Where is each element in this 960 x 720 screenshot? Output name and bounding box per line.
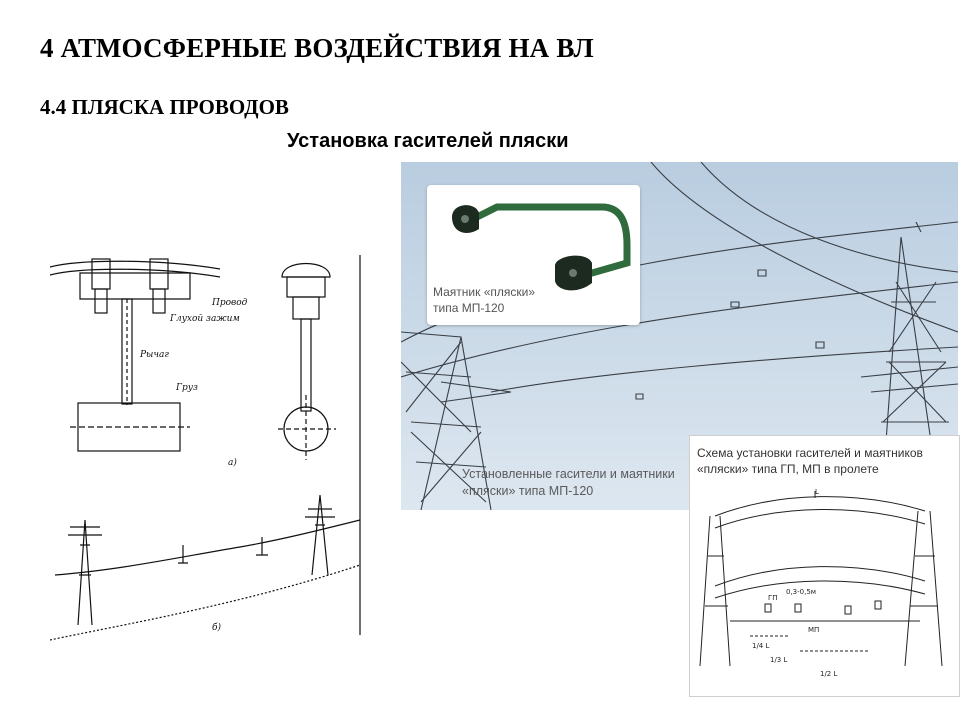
photo-caption: Установленные гасители и маятники «пляск…: [462, 467, 675, 498]
product-inset-card: [427, 185, 640, 325]
slide-caption: Установка гасителей пляски: [287, 130, 569, 152]
pendulum-product-image: [452, 203, 631, 291]
slide-title: 4 АТМОСФЕРНЫЕ ВОЗДЕЙСТВИЯ НА ВЛ: [40, 33, 594, 63]
scheme-label-half: 1/2 L: [820, 670, 837, 678]
label-b: б): [212, 622, 221, 633]
label-clamp: Глухой зажим: [169, 314, 240, 324]
installation-scheme-drawing: L ГП МП 0,3-0,5м 1/4 L 1/3 L 1/2 L: [699, 488, 943, 678]
label-wire: Провод: [211, 298, 248, 308]
section-subtitle: 4.4 ПЛЯСКА ПРОВОДОВ: [40, 95, 289, 119]
label-weight: Груз: [175, 383, 198, 393]
scheme-label-mp: МП: [808, 626, 819, 634]
scheme-label-quarter: 1/4 L: [752, 642, 769, 650]
damper-technical-drawing: Провод Глухой зажим Рычаг Груз а) б): [49, 255, 361, 641]
scheme-caption: Схема установки гасителей и маятников «п…: [697, 446, 923, 476]
label-a: а): [228, 457, 237, 468]
scheme-label-L: L: [815, 488, 819, 496]
installation-scheme-card: L ГП МП 0,3-0,5м 1/4 L 1/3 L 1/2 L: [689, 435, 960, 697]
scheme-label-gp: ГП: [768, 594, 778, 602]
product-inset-caption: Маятник «пляски» типа МП-120: [433, 285, 536, 315]
scheme-label-third: 1/3 L: [770, 656, 787, 664]
label-lever: Рычаг: [139, 350, 169, 360]
scheme-label-dist: 0,3-0,5м: [786, 588, 816, 596]
